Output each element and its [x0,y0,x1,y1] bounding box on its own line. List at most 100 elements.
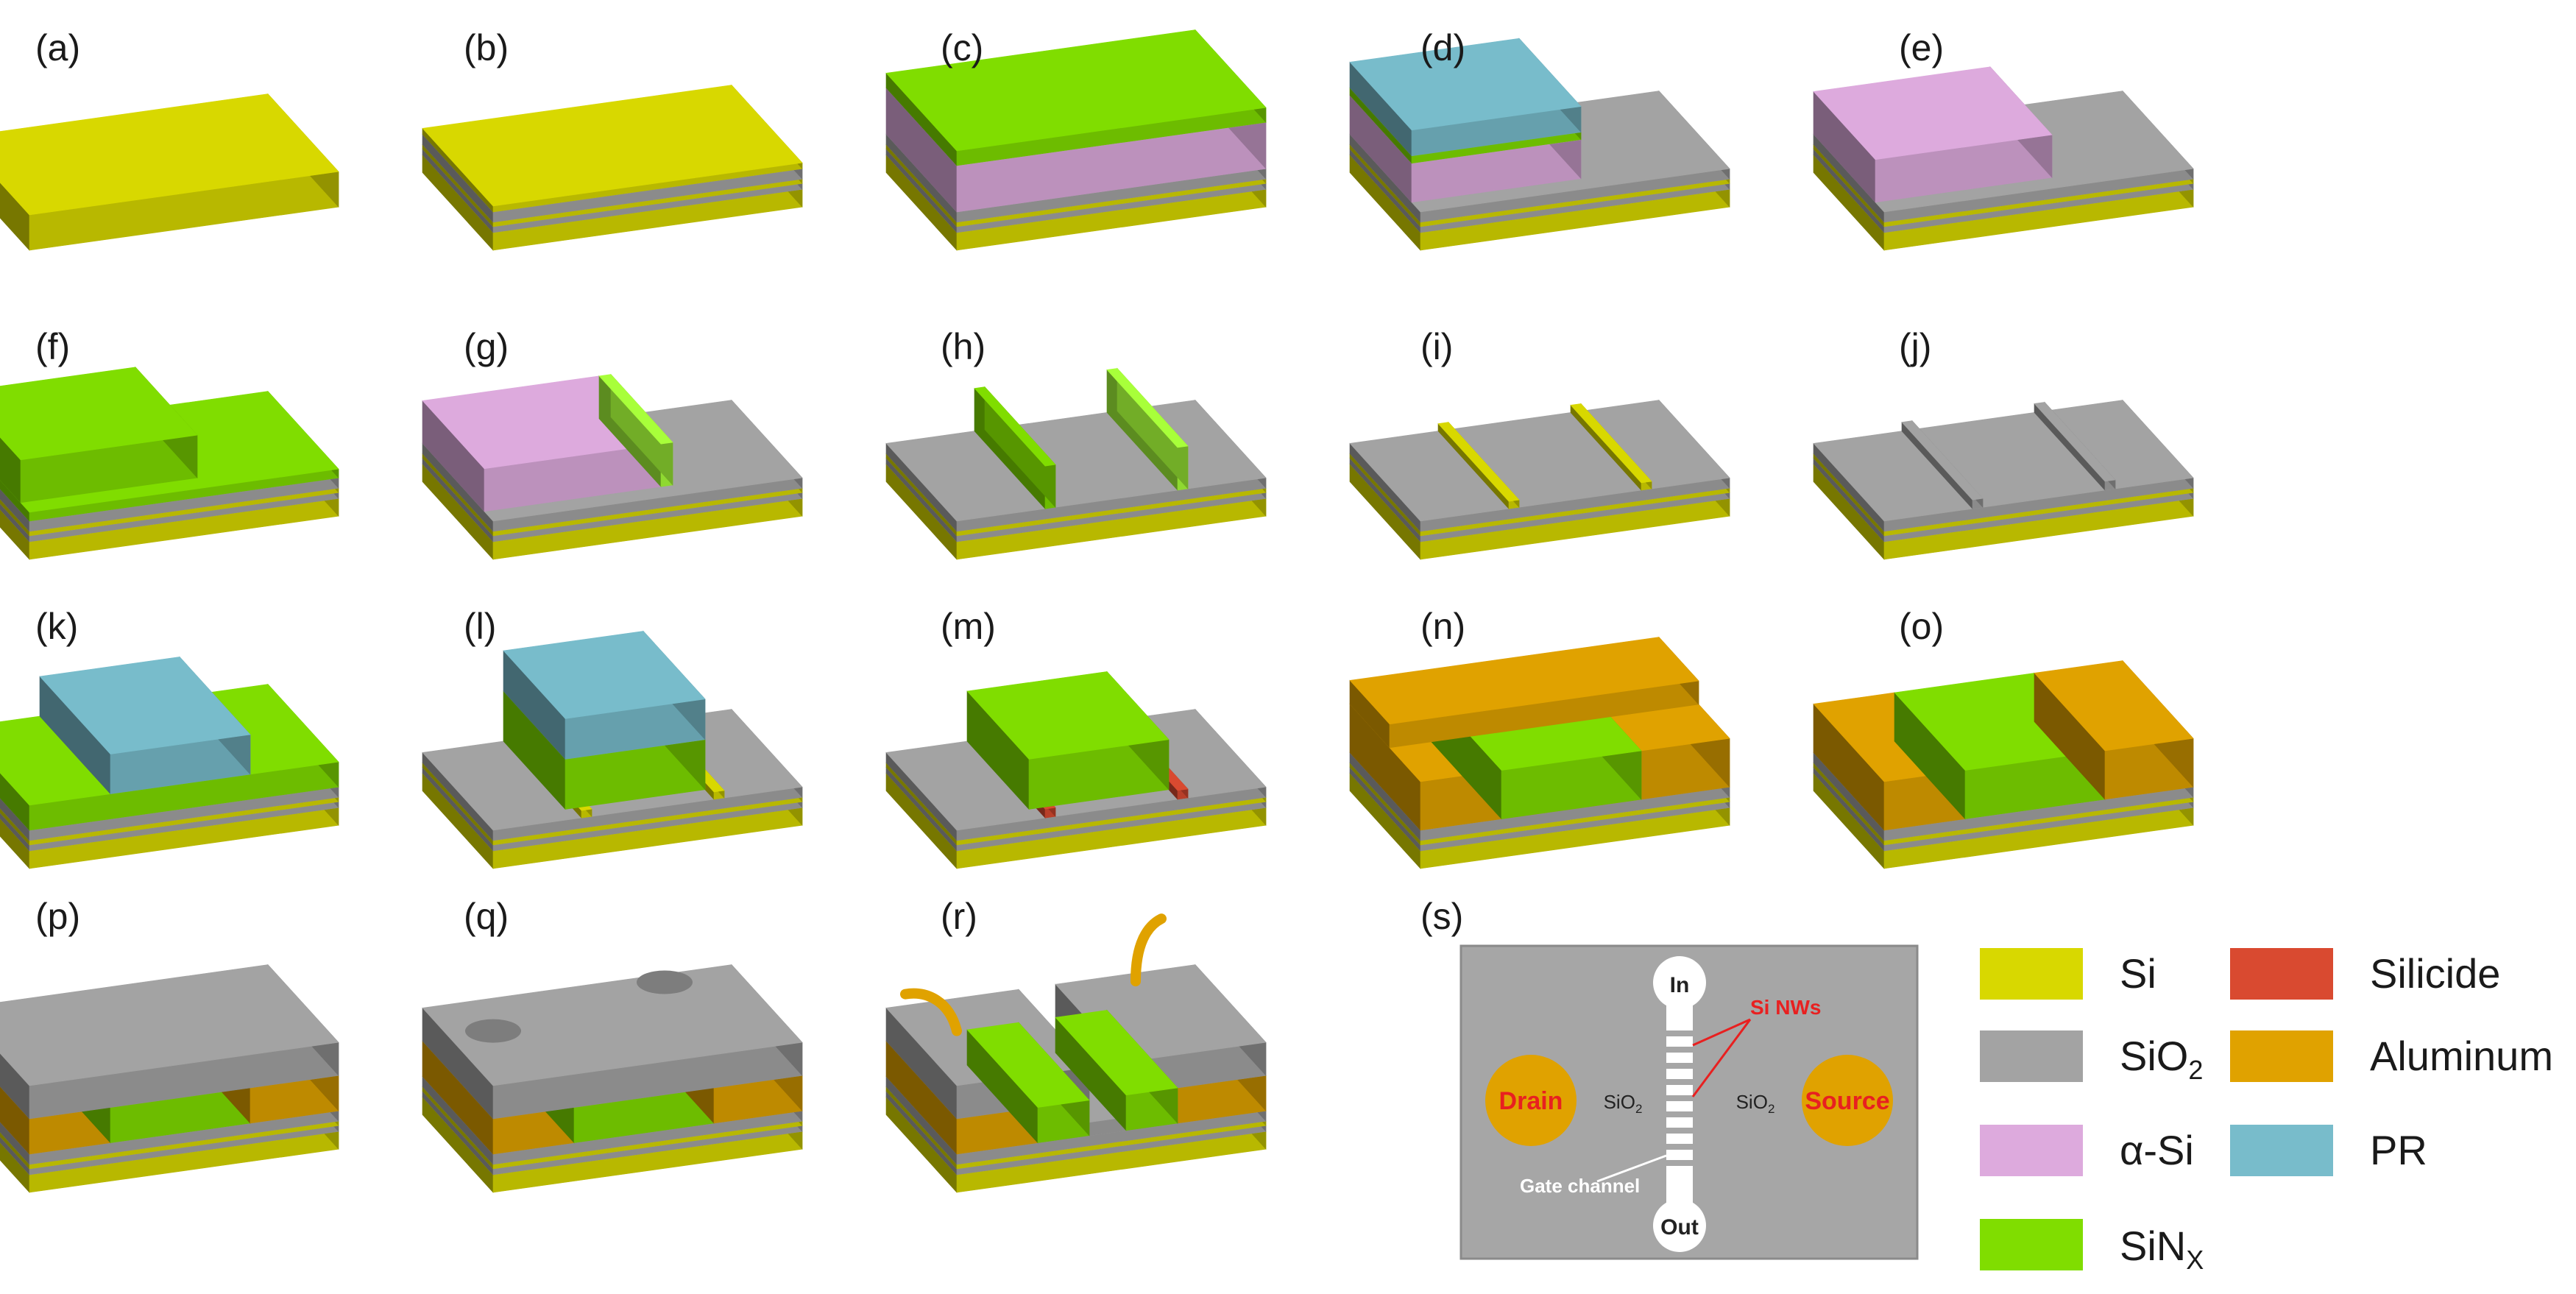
legend-asi: α-Si [1980,1125,2194,1176]
panel-g [422,373,803,560]
panel-q [422,964,803,1193]
gate-channel-pointer [1596,1154,1667,1183]
legend-sio2: SiO2 [1980,1030,2203,1085]
legend-pr: PR [2230,1125,2427,1176]
sinx-fin-2-top [1106,368,1189,448]
inlet-label: In [1670,973,1690,997]
panel-label: (f) [35,326,70,367]
panel-label: (q) [464,896,509,937]
sinx-fin-1-top [974,386,1056,467]
inlet-tube [900,988,962,1036]
al-source-top [2034,660,2194,752]
sinx-right-top [1055,1010,1178,1096]
panel-label: (b) [464,27,509,68]
panel-b [422,84,803,251]
legend-swatch-asi [1980,1125,2083,1176]
port-hole-2 [637,970,693,994]
si-nws-label: Si NWs [1750,996,1821,1019]
gate-channel-label: Gate channel [1520,1175,1640,1197]
panel-label: (e) [1899,27,1944,68]
panel-h [885,367,1267,560]
asi-mesa-top [1813,66,2053,160]
panel-f [0,367,339,560]
panel-label: (p) [35,896,80,937]
panel-label: (s) [1420,896,1463,937]
panel-label: (i) [1420,326,1453,367]
legend-swatch-si [1980,948,2083,1000]
legend-sinx: SiNX [1980,1219,2204,1275]
panel-labels: (a)(b)(c)(d)(e)(f)(g)(h)(i)(j)(k)(l)(m)(… [35,27,1944,937]
panel-i [1349,399,1730,560]
panel-r [885,913,1267,1193]
legend-aluminum: Aluminum [2230,1030,2553,1082]
top-si-top [422,85,803,207]
drain-electrode [1485,1055,1577,1146]
materials-legend: Si Silicide SiO2 Aluminum α-Si PR SiNX [1980,948,2553,1275]
legend-silicide: Silicide [2230,948,2500,1000]
inlet-port [1653,956,1706,1009]
legend-label-pr: PR [2370,1127,2427,1173]
panel-p [0,964,339,1193]
legend-label-sinx: SiNX [2120,1223,2204,1275]
panel-d [1349,38,1730,251]
oxidized-wire-1-top [1901,420,1984,501]
sio2-right-label: SiO2 [1736,1091,1775,1116]
oxidized-wire-2-top [2034,402,2116,482]
sio2-left-label: SiO2 [1604,1091,1643,1116]
panel-o [1813,660,2194,869]
panel-label: (l) [464,606,496,647]
legend-swatch-silicide [2230,948,2333,1000]
panel-a [0,93,339,251]
process-panels [0,29,2194,1193]
sinx-gate-top [966,671,1170,760]
substrate-si-top [0,93,339,216]
panel-label: (n) [1420,606,1465,647]
panel-e [1813,66,2194,251]
panel-label: (m) [941,606,996,647]
legend-label-sio2: SiO2 [2120,1033,2203,1085]
panel-label: (j) [1899,326,1931,367]
panel-s-top-view: In Out Drain Source SiO2 SiO2 Si NWs Gat… [1459,944,1919,1260]
legend-swatch-pr [2230,1125,2333,1176]
panel-label: (a) [35,27,80,68]
si-nanowire-1-top [1437,422,1520,502]
panel-n [1349,636,1730,869]
passivation-oxide-top [422,964,803,1086]
panel-l [422,630,803,869]
panel-label: (g) [464,326,509,367]
panel-m [885,671,1267,869]
sinx-spacer-top [598,374,673,445]
sinx-layer-top [885,29,1267,152]
legend-label-si: Si [2120,950,2156,997]
source-label: Source [1805,1087,1889,1115]
panel-j [1813,399,2194,560]
outlet-tube [1130,913,1167,987]
si-nanowires [1666,1030,1693,1166]
passivation-oxide-top [0,964,339,1086]
panel-c [885,29,1267,251]
sinx-left-top [966,1022,1090,1108]
legend-swatch-sio2 [1980,1030,2083,1082]
panel-label: (k) [35,606,78,647]
drain-label: Drain [1499,1087,1563,1115]
pr-mask-top [1349,38,1582,131]
pr-gate-top [503,631,706,719]
outlet-label: Out [1660,1215,1699,1240]
panel-label: (c) [941,27,983,68]
outlet-port [1653,1199,1706,1252]
panel-k [0,656,339,869]
legend-label-asi: α-Si [2120,1127,2194,1173]
source-electrode [1802,1055,1893,1146]
legend-swatch-aluminum [2230,1030,2333,1082]
sinx-step-top [0,367,198,461]
panel-label: (h) [941,326,986,367]
legend-label-aluminum: Aluminum [2370,1033,2553,1079]
pr-strip-top [39,657,251,754]
port-hole-1 [465,1019,521,1043]
si-nws-pointer [1691,1018,1752,1097]
panel-label: (r) [941,896,977,937]
legend-label-silicide: Silicide [2370,950,2500,997]
legend-swatch-sinx [1980,1219,2083,1270]
legend-si: Si [1980,948,2156,1000]
